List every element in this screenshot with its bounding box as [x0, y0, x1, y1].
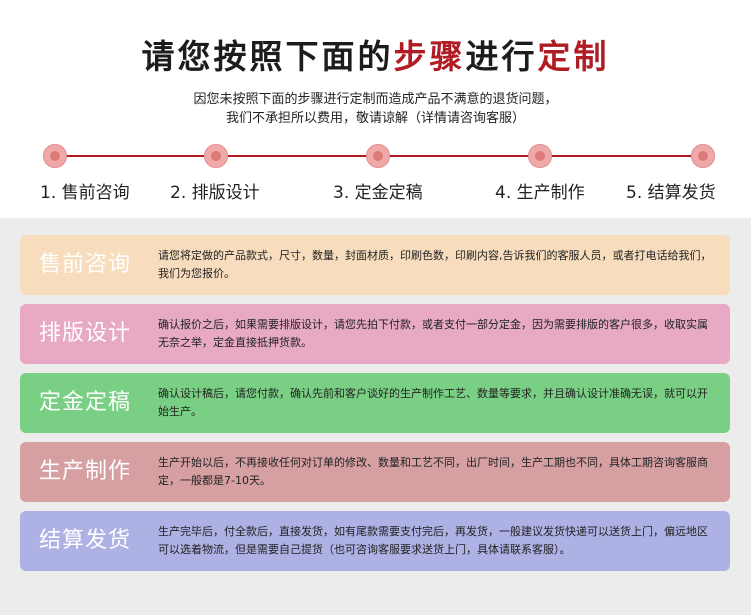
- step-4-label: 4. 生产制作: [495, 183, 585, 203]
- step-1-label: 1. 售前咨询: [40, 183, 130, 203]
- card-settlement: 结算发货 生产完毕后，付全款后，直接发货，如有尾款需要支付完后，再发货，一般建议…: [20, 511, 730, 571]
- step-5-dot: [691, 144, 715, 168]
- title-middle: 进行: [465, 37, 538, 76]
- page-title: 请您按照下面的步骤进行定制: [0, 30, 751, 78]
- card-settlement-title: 结算发货: [38, 528, 131, 553]
- card-production-text: 生产开始以后，不再接收任何对订单的修改、数量和工艺不同，出厂时间，生产工期也不同…: [158, 456, 708, 487]
- notice-text: 因您未按照下面的步骤进行定制而造成产品不满意的退货问题， 我们不承担所以费用，敬…: [0, 90, 751, 128]
- card-settlement-text: 生产完毕后，付全款后，直接发货，如有尾款需要支付完后，再发货，一般建议发货快递可…: [158, 525, 708, 556]
- step-3-label: 3. 定金定稿: [333, 183, 423, 203]
- card-design-text: 确认报价之后，如果需要排版设计，请您先拍下付款，或者支付一部分定金，因为需要排版…: [158, 318, 708, 349]
- title-accent-custom: 定制: [537, 37, 610, 76]
- header-section: 请您按照下面的步骤进行定制 因您未按照下面的步骤进行定制而造成产品不满意的退货问…: [0, 0, 751, 218]
- title-prefix: 请您按照下面的: [141, 37, 394, 76]
- title-accent-steps: 步骤: [393, 37, 466, 76]
- steps-detail-section: 售前咨询 请您将定做的产品款式，尺寸，数量，封面材质，印刷色数，印刷内容,告诉我…: [0, 218, 751, 615]
- card-deposit: 定金定稿 确认设计稿后，请您付款，确认先前和客户谈好的生产制作工艺、数量等要求，…: [20, 373, 730, 433]
- card-production: 生产制作 生产开始以后，不再接收任何对订单的修改、数量和工艺不同，出厂时间，生产…: [20, 442, 730, 502]
- card-deposit-title: 定金定稿: [38, 390, 131, 415]
- step-1-dot: [43, 144, 67, 168]
- notice-line-1: 因您未按照下面的步骤进行定制而造成产品不满意的退货问题，: [193, 92, 558, 107]
- card-consult-text: 请您将定做的产品款式，尺寸，数量，封面材质，印刷色数，印刷内容,告诉我们的客服人…: [158, 249, 712, 280]
- step-5-label: 5. 结算发货: [626, 183, 716, 203]
- notice-line-2: 我们不承担所以费用，敬请谅解（详情请咨询客服）: [225, 111, 525, 126]
- card-consult-title: 售前咨询: [38, 252, 131, 277]
- step-2-label: 2. 排版设计: [170, 183, 260, 203]
- step-2-dot: [204, 144, 228, 168]
- step-3-dot: [366, 144, 390, 168]
- card-production-title: 生产制作: [38, 459, 131, 484]
- step-4-dot: [528, 144, 552, 168]
- card-consult: 售前咨询 请您将定做的产品款式，尺寸，数量，封面材质，印刷色数，印刷内容,告诉我…: [20, 235, 730, 295]
- card-deposit-text: 确认设计稿后，请您付款，确认先前和客户谈好的生产制作工艺、数量等要求，并且确认设…: [158, 387, 708, 418]
- card-design: 排版设计 确认报价之后，如果需要排版设计，请您先拍下付款，或者支付一部分定金，因…: [20, 304, 730, 364]
- card-design-title: 排版设计: [38, 321, 131, 346]
